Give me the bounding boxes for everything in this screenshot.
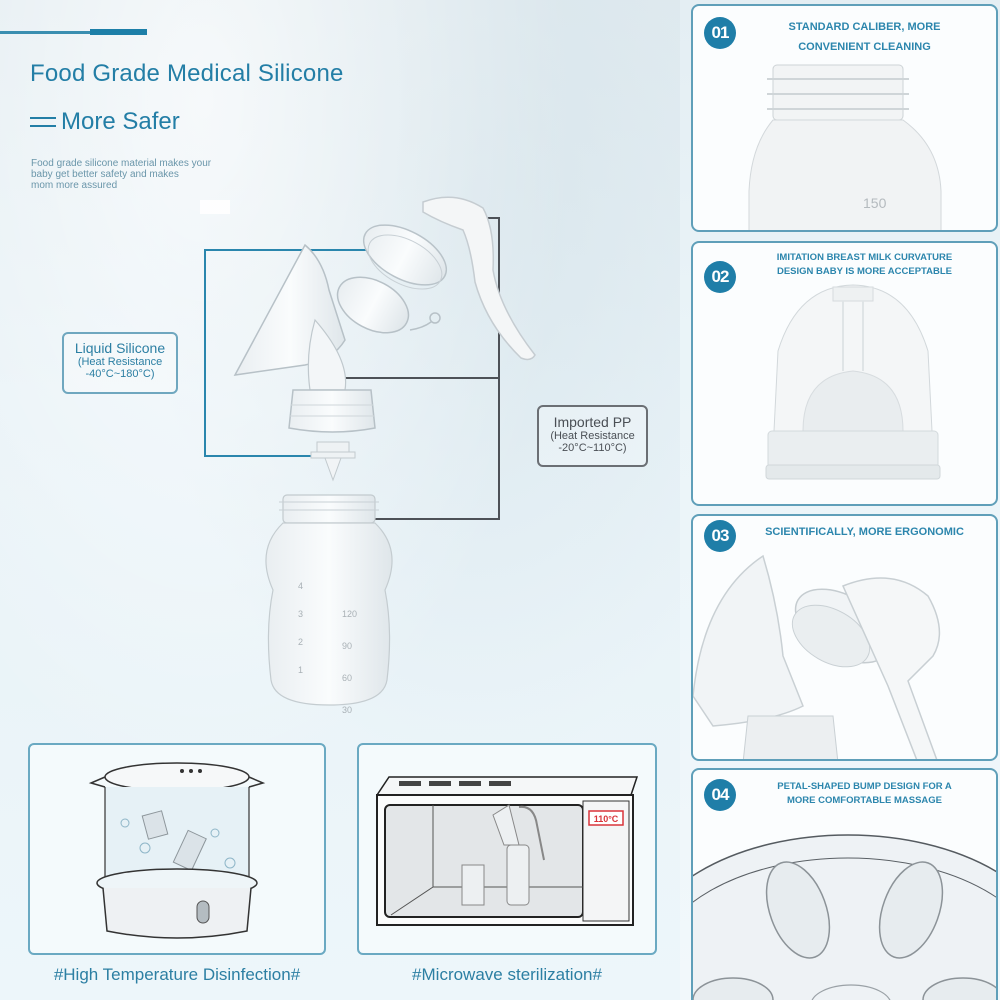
number-badge: 03 bbox=[704, 520, 736, 552]
bottle-marking: 60 bbox=[342, 673, 353, 683]
number-badge: 01 bbox=[704, 17, 736, 49]
bottle-marking: 4 bbox=[298, 581, 304, 591]
svg-text:110°C: 110°C bbox=[594, 814, 619, 824]
connector-line-dark bbox=[338, 518, 500, 520]
bottle-neck-image: 150 bbox=[748, 64, 942, 230]
feature-text: SCIENTIFICALLY, MORE ERGONOMIC bbox=[743, 522, 986, 542]
callout-title: Imported PP bbox=[553, 414, 632, 430]
page-title: Food Grade Medical Silicone bbox=[30, 60, 344, 87]
feature-card-02: 02 IMITATION BREAST MILK CURVATURE DESIG… bbox=[691, 241, 998, 506]
callout-title: Liquid Silicone bbox=[74, 340, 166, 356]
header-rule-thick bbox=[90, 29, 147, 35]
bottle-marking: 2 bbox=[298, 637, 304, 647]
callout-imported-pp: Imported PP (Heat Resistance -20°C~110°C… bbox=[537, 405, 648, 467]
petal-massage-image bbox=[693, 834, 996, 1000]
callout-line: -40°C~180°C) bbox=[85, 368, 155, 380]
description-line: baby get better safety and makes bbox=[31, 169, 179, 180]
feature-line: SCIENTIFICALLY, MORE ERGONOMIC bbox=[765, 526, 964, 538]
feature-line: PETAL-SHAPED BUMP DESIGN FOR A bbox=[777, 781, 952, 792]
feature-text: STANDARD CALIBER, MORE CONVENIENT CLEANI… bbox=[743, 17, 986, 57]
feature-text: PETAL-SHAPED BUMP DESIGN FOR A MORE COMF… bbox=[743, 780, 986, 808]
description: Food grade silicone material makes your … bbox=[31, 158, 241, 191]
feature-line: DESIGN BABY IS MORE ACCEPTABLE bbox=[776, 266, 953, 277]
connector-line-dark bbox=[498, 217, 500, 519]
feature-line: IMITATION BREAST MILK CURVATURE bbox=[776, 252, 953, 263]
connector-line-blue bbox=[204, 455, 334, 457]
feature-line: STANDARD CALIBER, MORE bbox=[788, 21, 941, 33]
panel-caption-microwave: #Microwave sterilization# bbox=[412, 965, 602, 984]
connector-line-blue bbox=[204, 249, 386, 251]
bottle-markings-right: 120 90 60 30 bbox=[342, 598, 357, 726]
callout-line: -20°C~110°C) bbox=[558, 442, 627, 454]
feature-line: CONVENIENT CLEANING bbox=[798, 41, 931, 53]
description-line: mom more assured bbox=[31, 180, 118, 191]
bottle-marking: 120 bbox=[342, 609, 358, 619]
white-patch bbox=[200, 200, 230, 214]
callout-line: (Heat Resistance bbox=[550, 430, 635, 442]
subtitle-text: More Safer bbox=[61, 108, 180, 135]
number-badge: 02 bbox=[704, 261, 736, 293]
connector-line-dark bbox=[338, 377, 500, 379]
connector-line-blue bbox=[204, 249, 206, 456]
feature-text: IMITATION BREAST MILK CURVATURE DESIGN B… bbox=[743, 251, 986, 279]
feature-line: MORE COMFORTABLE MASSAGE bbox=[787, 795, 942, 806]
bottle-marking: 90 bbox=[342, 641, 353, 651]
feature-card-01: 01 STANDARD CALIBER, MORE CONVENIENT CLE… bbox=[691, 4, 998, 232]
steamer-image bbox=[88, 762, 266, 939]
panel-steamer bbox=[28, 743, 326, 955]
equals-icon bbox=[30, 117, 56, 127]
header-rule-thin bbox=[0, 31, 92, 34]
nipple-cap-image bbox=[765, 284, 941, 480]
bottle-markings-left: 4 3 2 1 bbox=[298, 572, 303, 684]
bottle-marking: 1 bbox=[298, 665, 304, 675]
handle bbox=[422, 196, 536, 361]
panel-microwave: 110°C bbox=[357, 743, 657, 955]
breast-pump-exploded-diagram bbox=[233, 196, 536, 706]
svg-text:150: 150 bbox=[863, 195, 887, 211]
page-subtitle: More Safer bbox=[30, 108, 180, 136]
feature-card-04: 04 PETAL-SHAPED BUMP DESIGN FOR A MORE C… bbox=[691, 768, 998, 1000]
bottle-marking: 30 bbox=[342, 705, 353, 715]
microwave-image: 110°C bbox=[376, 776, 639, 926]
callout-liquid-silicone: Liquid Silicone (Heat Resistance -40°C~1… bbox=[62, 332, 178, 394]
number-badge: 04 bbox=[704, 779, 736, 811]
panel-caption-steamer: #High Temperature Disinfection# bbox=[53, 965, 301, 984]
callout-line: (Heat Resistance bbox=[77, 356, 163, 368]
bottle-marking: 3 bbox=[298, 609, 304, 619]
description-line: Food grade silicone material makes your bbox=[31, 158, 212, 169]
pump-closeup-image bbox=[693, 554, 941, 759]
feature-card-03: 03 SCIENTIFICALLY, MORE ERGONOMIC bbox=[691, 514, 998, 761]
